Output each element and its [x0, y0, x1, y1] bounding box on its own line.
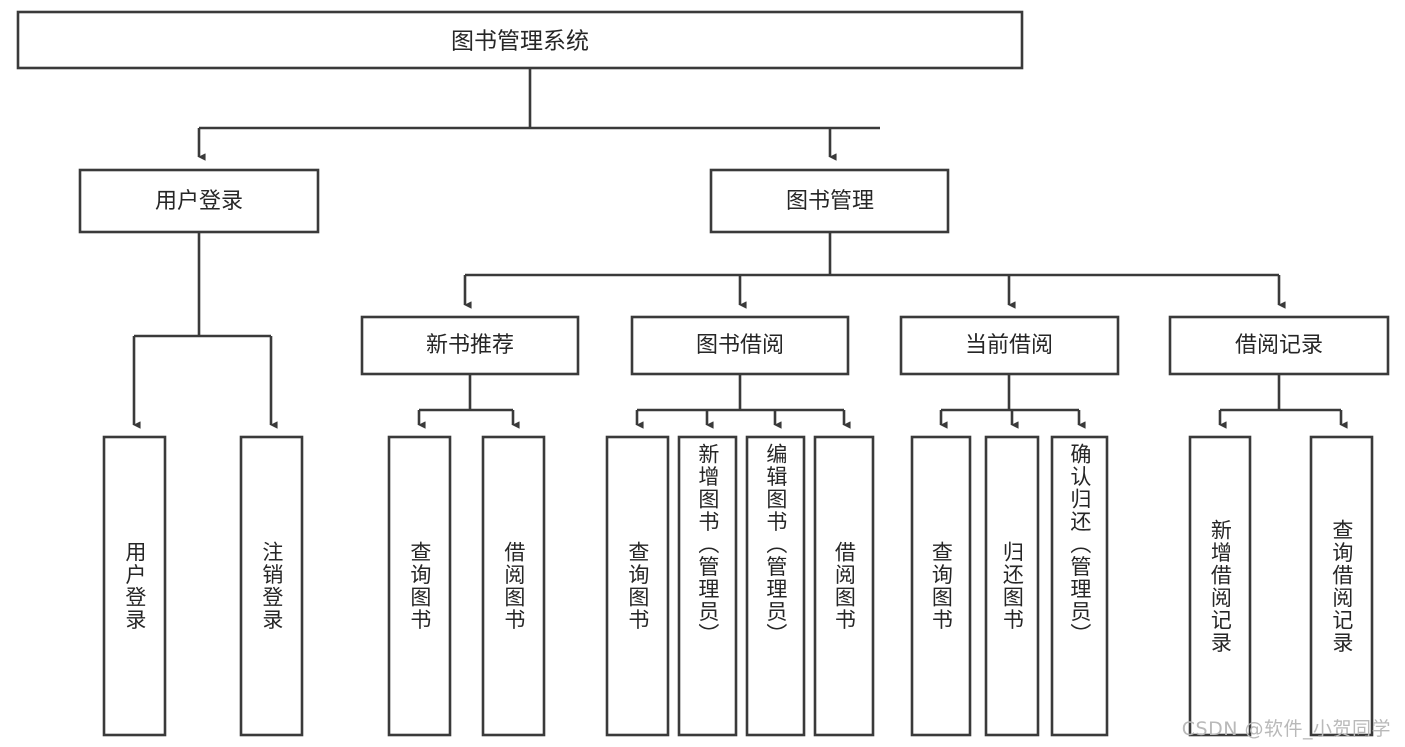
leaf-box-query-book-current[interactable]: [910, 435, 972, 737]
leaf-box-edit-book-admin[interactable]: [745, 435, 806, 737]
leaf-box-add-record[interactable]: [1188, 435, 1252, 737]
leaf-box-logout[interactable]: [239, 435, 304, 737]
leaf-box-query-record[interactable]: [1309, 435, 1374, 737]
leaf-box-confirm-return-admin[interactable]: [1050, 435, 1109, 737]
node-current-borrow-label: 当前借阅: [965, 333, 1053, 358]
node-user-login-label: 用户登录: [155, 189, 243, 214]
leaf-box-query-book-rec[interactable]: [387, 435, 452, 737]
node-current-borrow-box[interactable]: [899, 315, 1120, 376]
leaf-box-borrow-book[interactable]: [813, 435, 875, 737]
leaf-box-add-book-admin[interactable]: [677, 435, 738, 737]
node-book-borrow-box[interactable]: [630, 315, 850, 376]
node-borrow-record-label: 借阅记录: [1235, 333, 1323, 358]
leaf-box-return-book[interactable]: [984, 435, 1040, 737]
node-root-box[interactable]: [16, 10, 1024, 70]
watermark-text: CSDN @软件_小贺同学: [1181, 718, 1391, 740]
node-new-book-label: 新书推荐: [426, 333, 514, 358]
node-book-manage-box[interactable]: [709, 168, 950, 234]
leaf-box-borrow-book-rec[interactable]: [481, 435, 546, 737]
leaf-box-query-book-borrow[interactable]: [605, 435, 670, 737]
node-book-borrow-label: 图书借阅: [696, 333, 784, 358]
node-borrow-record-box[interactable]: [1168, 315, 1390, 376]
node-book-manage-label: 图书管理: [786, 189, 874, 214]
node-root-label: 图书管理系统: [451, 29, 589, 55]
leaf-box-user-login[interactable]: [102, 435, 167, 737]
node-new-book-box[interactable]: [360, 315, 580, 376]
